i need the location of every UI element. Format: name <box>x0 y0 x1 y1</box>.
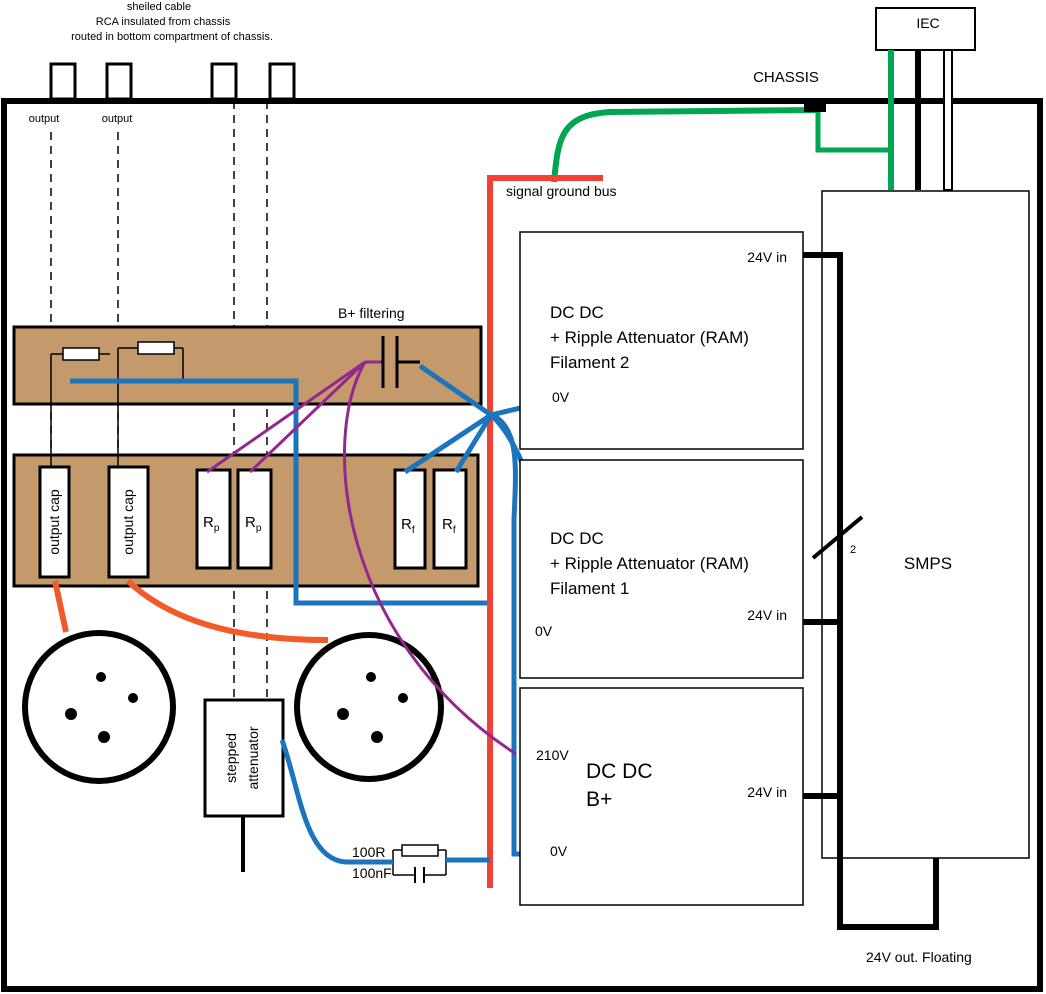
mains-neutral-lead <box>943 49 953 191</box>
output-cap-lead-left <box>52 580 69 633</box>
output-cap-1 <box>38 465 71 579</box>
supply-bus <box>803 252 939 930</box>
filament-resistor-2 <box>432 468 468 570</box>
module-bplus-hv: 210V <box>536 747 569 763</box>
svg-text:Rp: Rp <box>203 514 220 534</box>
output-cap-2 <box>107 465 150 579</box>
filter-board <box>12 325 483 406</box>
rc-network <box>392 844 447 883</box>
rf-sub-1: f <box>412 525 415 536</box>
output-leads <box>50 348 119 467</box>
filament-resistors: Rf Rf <box>393 468 468 570</box>
filter-capacitor <box>365 336 420 388</box>
tube-socket-right <box>294 632 444 782</box>
smps <box>821 190 1030 859</box>
rca-jack-1 <box>49 62 77 101</box>
cable-note-line2: RCA insulated from chassis <box>96 16 231 28</box>
module-filament-1-line2: + Ripple Attenuator (RAM) <box>550 554 749 573</box>
module-filament-1 <box>519 459 804 679</box>
plate-resistor-1 <box>195 468 232 570</box>
signal-ground-bus-label: signal ground bus <box>506 183 617 199</box>
chassis-label: CHASSIS <box>753 69 819 86</box>
iec-label: IEC <box>916 15 939 31</box>
module-bplus-ground: 0V <box>550 843 568 859</box>
filter-resistors <box>51 341 184 382</box>
signal-ground-bus <box>487 175 603 888</box>
chassis-earth-lead <box>815 110 891 153</box>
smps-label: SMPS <box>904 554 952 573</box>
rf-label-1: R <box>401 516 412 533</box>
c100-label: 100nF <box>352 865 392 881</box>
chassis-outline <box>1 98 1043 992</box>
output-jack-label-2: output <box>102 113 133 125</box>
module-filament-1-line3: Filament 1 <box>550 579 629 598</box>
rca-jack-3 <box>210 62 238 101</box>
rp-sub-2: p <box>256 523 262 534</box>
plate-resistors: Rp Rp <box>195 468 273 570</box>
module-filament-2-line2: + Ripple Attenuator (RAM) <box>550 328 749 347</box>
rf-sub-2: f <box>453 525 456 536</box>
output-cap-2-label: output cap <box>120 489 136 555</box>
module-filament-2 <box>519 231 804 450</box>
stepped-attenuator-label-2: attenuator <box>245 726 261 789</box>
module-filament-2-line3: Filament 2 <box>550 353 629 372</box>
plate-resistor-2 <box>236 468 273 570</box>
chassis-earth-point <box>804 100 826 112</box>
module-filament-2-line1: DC DC <box>550 303 604 322</box>
wire-count-mark <box>811 515 864 560</box>
rf-label-2: R <box>442 516 453 533</box>
rca-jack-4 <box>268 62 296 101</box>
iec-inlet <box>875 7 976 51</box>
module-filament-1-ground: 0V <box>535 623 553 639</box>
svg-text:Rp: Rp <box>245 514 262 534</box>
module-filament-1-line1: DC DC <box>550 529 604 548</box>
stepped-attenuator <box>203 698 285 818</box>
output-jack-label-1: output <box>29 113 60 125</box>
floating-output-label: 24V out. Floating <box>866 949 972 965</box>
r100-label: 100R <box>352 844 385 860</box>
svg-text:Rf: Rf <box>401 516 415 536</box>
rca-jacks <box>49 62 296 101</box>
module-bplus-line1: DC DC <box>586 760 653 783</box>
hv-wiring <box>206 360 517 756</box>
rp-label-2: R <box>245 514 256 531</box>
b-filtering-label: B+ filtering <box>338 305 405 321</box>
module-filament-2-input: 24V in <box>747 249 787 265</box>
rp-label-1: R <box>203 514 214 531</box>
cable-note-line1: sheiled cable <box>127 1 191 13</box>
module-bplus-line2: B+ <box>586 788 612 811</box>
output-cap-1-label: output cap <box>46 489 62 555</box>
module-bplus-input: 24V in <box>747 784 787 800</box>
output-cap-lead-right <box>125 578 329 643</box>
wire-count-label: 2 <box>850 544 856 556</box>
cable-note-line3: routed in bottom compartment of chassis. <box>71 31 273 43</box>
svg-text:Rf: Rf <box>442 516 456 536</box>
stepped-attenuator-label-1: stepped <box>223 733 239 783</box>
tube-socket-left <box>22 630 176 784</box>
ground-wiring <box>70 363 547 865</box>
module-bplus <box>519 687 804 906</box>
module-filament-1-input: 24V in <box>747 607 787 623</box>
module-filament-2-ground: 0V <box>552 389 570 405</box>
rp-sub-1: p <box>214 523 220 534</box>
earth-to-ground-bus-lead <box>551 107 819 183</box>
rca-jack-2 <box>105 62 133 101</box>
